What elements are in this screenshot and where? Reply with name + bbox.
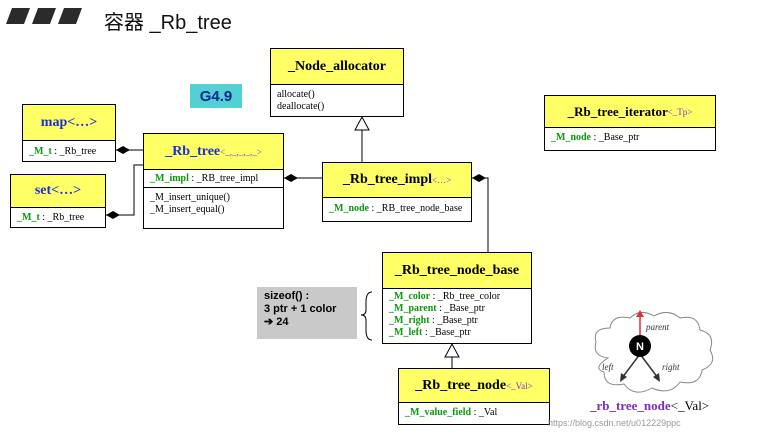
method-insert-unique: _M_insert_unique() [150, 192, 230, 203]
field-name: _M_node [329, 203, 369, 214]
class-rb-tree-impl: _Rb_tree_impl<…> _M_node : _RB_tree_node… [322, 162, 472, 222]
field-name: _M_t [17, 212, 40, 223]
rbtree-composition-diamond [284, 174, 298, 182]
class-name: _Rb_tree [165, 143, 221, 159]
tree-node-illustration: N parent left right [594, 310, 714, 393]
method-insert-equal: _M_insert_equal() [150, 204, 225, 215]
class-map: map<…> _M_t : _Rb_tree [22, 104, 116, 162]
field-name: _M_impl [150, 173, 189, 184]
cloud-shape [594, 312, 714, 393]
field-type: : _Base_ptr [591, 132, 640, 143]
field-name: _M_value_field [405, 407, 472, 418]
field-type: : _Rb_tree [39, 212, 85, 223]
class-name: _Rb_tree_node [415, 377, 507, 393]
map-composition-diamond [116, 146, 130, 154]
right-label: right [662, 362, 680, 372]
field-right: _M_right : _Base_ptr [389, 315, 478, 326]
node-label: N [636, 341, 644, 353]
method-allocate: allocate() [277, 89, 315, 100]
nodebase-inheritance-triangle [444, 342, 460, 358]
field-name: _M_t [29, 146, 52, 157]
caption-tparams: <_Val> [670, 398, 710, 413]
class-node-allocator: _Node_allocator allocate() deallocate() [270, 48, 404, 117]
class-rb-tree-node: _Rb_tree_node<_Val> _M_value_field : _Va… [398, 368, 550, 425]
tree-node-caption: _rb_tree_node<_Val> [590, 398, 709, 414]
template-params: <_Tp> [667, 106, 693, 117]
left-arrow [621, 353, 641, 379]
sizeof-note: sizeof() : 3 ptr + 1 color ➔ 24 [257, 287, 357, 339]
field-type: : _RB_tree_node_base [369, 203, 463, 214]
field-type: : _RB_tree_impl [188, 173, 259, 184]
class-set: set<…> _M_t : _Rb_tree [10, 174, 106, 228]
sizeof-brace [360, 291, 373, 341]
field-left: _M_left : _Base_ptr [389, 327, 471, 338]
class-name: set<…> [34, 183, 82, 198]
impl-composition-diamond [472, 174, 486, 182]
class-name: _Rb_tree_node_base [394, 262, 520, 278]
class-name: _Rb_tree_iterator [567, 103, 668, 119]
sizeof-line3: ➔ 24 [264, 316, 289, 328]
class-rb-tree-iterator: _Rb_tree_iterator<_Tp> _M_node : _Base_p… [544, 95, 716, 151]
header-decoration [6, 8, 82, 24]
allocator-inheritance-triangle [354, 115, 370, 131]
class-rb-tree-node-base: _Rb_tree_node_base _M_color : _Rb_tree_c… [382, 252, 532, 344]
method-deallocate: deallocate() [277, 101, 325, 112]
template-params: <_,_,_,_,_> [220, 146, 262, 157]
field-parent: _M_parent : _Base_ptr [389, 303, 485, 314]
sizeof-line2: 3 ptr + 1 color [264, 303, 337, 315]
sizeof-line1: sizeof() : [264, 290, 310, 302]
set-composition-diamond [106, 211, 120, 219]
class-rb-tree: _Rb_tree<_,_,_,_,_> _M_impl : _RB_tree_i… [143, 133, 284, 229]
field-type: : _Rb_tree [51, 146, 97, 157]
right-arrow [639, 353, 659, 379]
caption-name: _rb_tree_node [590, 398, 671, 413]
version-badge: G4.9 [190, 84, 242, 108]
field-name: _M_node [551, 132, 591, 143]
field-type: : _Val [471, 407, 498, 418]
class-name: map<…> [40, 114, 98, 130]
template-params: <_Val> [506, 380, 533, 391]
class-name: _Node_allocator [288, 58, 386, 74]
template-params: <…> [432, 175, 452, 185]
parent-label: parent [645, 322, 670, 332]
node-circle [629, 335, 651, 357]
page-title: 容器 _Rb_tree [104, 12, 232, 34]
left-label: left [602, 362, 614, 372]
watermark-url: https://blog.csdn.net/u012229ppc [548, 418, 681, 428]
class-name: _Rb_tree_impl [342, 172, 433, 187]
field-color: _M_color : _Rb_tree_color [389, 291, 501, 302]
